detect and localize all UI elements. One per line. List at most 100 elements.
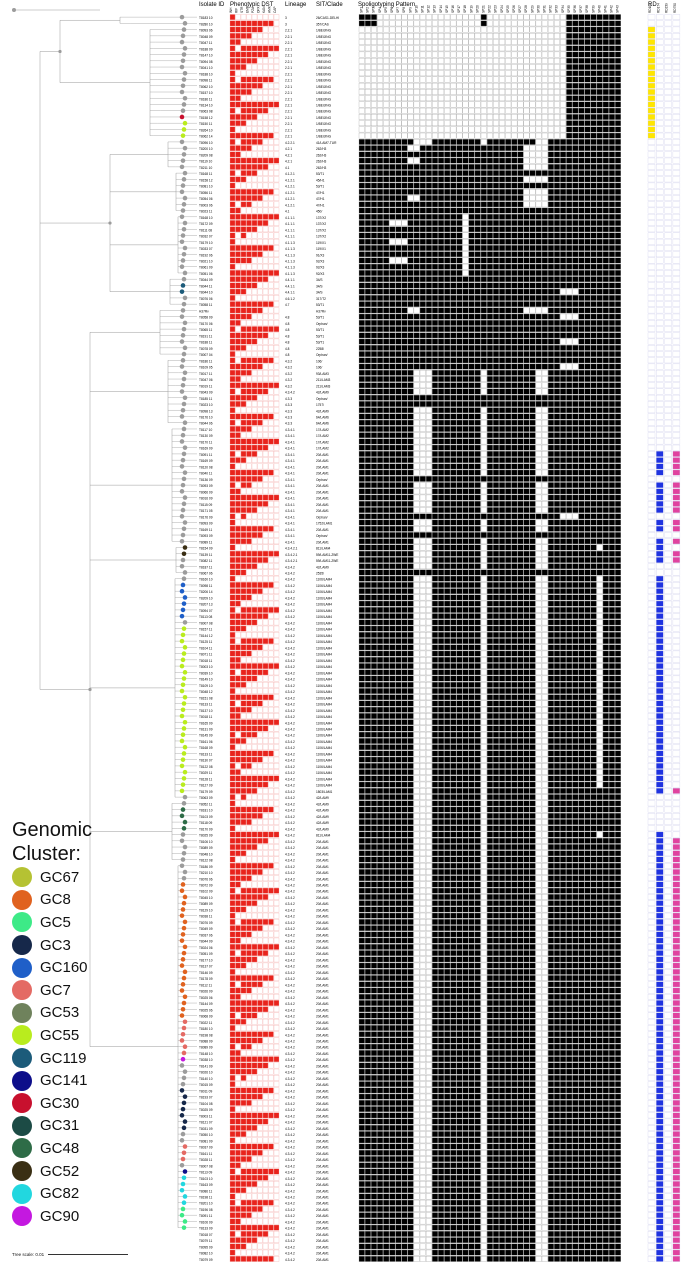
dst-cell (229, 438, 236, 445)
spoligo-cell (590, 195, 597, 201)
spoligo-cell (578, 338, 585, 345)
spoligo-cell (468, 382, 475, 389)
spoligo-cell (505, 394, 512, 401)
tree-tip-node (180, 258, 186, 263)
spoligo-cell (474, 419, 481, 426)
spoligo-cell (389, 76, 396, 83)
rd-cell (656, 301, 664, 307)
dst-cell (235, 270, 241, 276)
spoligo-cell (560, 232, 567, 239)
spoligo-cell (395, 251, 402, 258)
spoligo-cell (474, 245, 481, 251)
spoligo-cell (608, 114, 615, 120)
spoligo-cell (364, 307, 371, 314)
spoligo-cell (377, 345, 384, 351)
dst-cell (229, 345, 236, 351)
spoligo-cell (517, 276, 524, 283)
spoligo-cell (462, 120, 469, 127)
spoligo-cell (438, 345, 445, 351)
spoligo-cell (468, 70, 475, 77)
spoligo-cell (547, 345, 554, 351)
spoligo-cell (395, 451, 402, 457)
spoligo-cell (474, 457, 481, 463)
spoligo-cell (407, 438, 414, 445)
spoligo-cell (547, 270, 554, 276)
dst-cell (246, 363, 252, 370)
spoligo-cell (505, 176, 512, 183)
spoligo-cell (474, 226, 481, 233)
spoligo-cell (444, 89, 451, 95)
spoligo-cell (486, 238, 493, 245)
spoligo-cell (590, 401, 597, 407)
rd-cell (647, 220, 656, 226)
spoligo-cell (358, 301, 365, 307)
spoligo-cell (560, 307, 567, 314)
spoligo-cell (456, 426, 463, 432)
spacer-label: SP7 (396, 7, 400, 13)
tree-tip-node (181, 1225, 187, 1230)
spoligo-cell (444, 345, 451, 351)
dst-cell (262, 326, 269, 332)
spoligo-cell (438, 139, 445, 145)
dst-cell (257, 45, 263, 52)
spoligo-cell (383, 101, 390, 108)
spoligo-cell (389, 151, 396, 158)
rd-cell (656, 82, 664, 89)
tree-tip-node (181, 476, 187, 482)
spoligo-cell (358, 213, 365, 220)
spoligo-cell (541, 263, 548, 270)
spoligo-cell (377, 432, 384, 439)
rd-cell (664, 332, 672, 339)
spoligo-cell (474, 388, 481, 395)
spoligo-cell (523, 388, 530, 395)
spoligo-cell (395, 195, 402, 201)
spoligo-cell (444, 401, 451, 407)
tree-tip-node (181, 376, 187, 382)
spoligo-cell (395, 270, 402, 276)
spoligo-cell (523, 151, 530, 158)
rd-cell (656, 151, 664, 158)
dst-cell (246, 14, 252, 20)
dst-cell (273, 82, 280, 89)
rd-cell (664, 257, 672, 264)
rd-cell (647, 376, 656, 382)
spoligo-cell (541, 313, 548, 320)
spoligo-cell (547, 245, 554, 251)
spoligo-cell (395, 295, 402, 301)
spoligo-cell (480, 170, 487, 176)
spoligo-cell (371, 189, 377, 195)
spoligo-cell (511, 220, 518, 226)
spoligo-cell (358, 157, 365, 164)
spoligo-cell (383, 438, 390, 445)
dst-cell (268, 64, 274, 70)
dst-cell (268, 419, 274, 426)
spoligo-cell (456, 164, 463, 170)
spoligo-cell (419, 363, 426, 370)
tree-tip-node (180, 707, 186, 713)
spoligo-cell (450, 51, 457, 58)
dst-cell (257, 394, 263, 401)
spoligo-cell (529, 451, 536, 457)
spoligo-cell (590, 332, 597, 339)
rd-cell (672, 419, 681, 426)
spoligo-cell (364, 394, 371, 401)
dst-cell (273, 438, 280, 445)
spoligo-cell (486, 14, 493, 20)
spoligo-cell (413, 220, 420, 226)
spoligo-cell (523, 457, 530, 463)
spoligo-cell (395, 145, 402, 151)
spoligo-cell (371, 120, 377, 127)
spoligo-cell (584, 413, 591, 420)
sit-clade-value: 34/S (316, 284, 323, 288)
rd-cell (656, 70, 664, 77)
spoligo-cell (407, 307, 414, 314)
spoligo-cell (358, 438, 365, 445)
dst-cell (257, 357, 263, 364)
lineage-value: 4.1.2.1 (285, 197, 295, 201)
spoligo-cell (486, 245, 493, 251)
dst-cell (262, 51, 269, 58)
spoligo-cell (432, 363, 438, 370)
